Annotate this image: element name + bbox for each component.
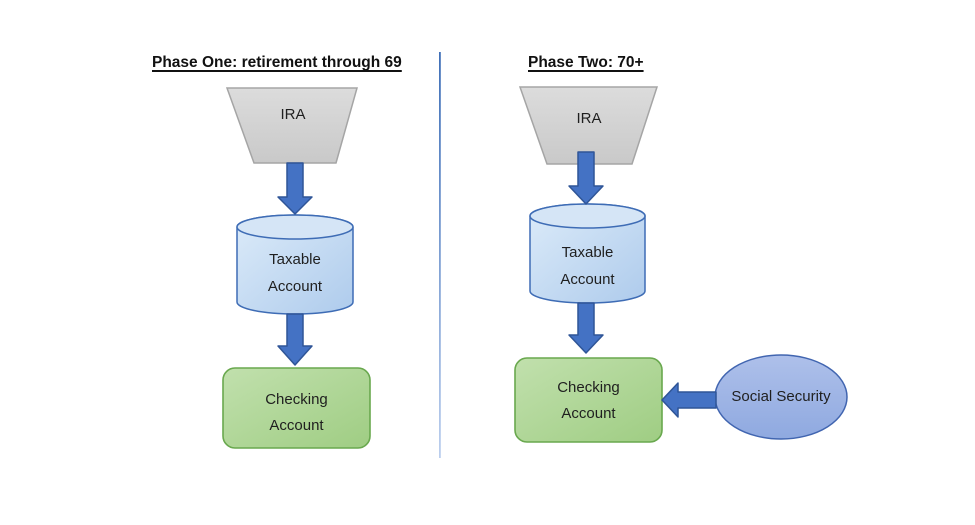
phase1-arrow-ira-to-taxable <box>277 162 313 215</box>
phase1-ira-label: IRA <box>280 106 306 123</box>
phase1-title: Phase One: retirement through 69 <box>152 54 402 71</box>
phase2-arrow-taxable-to-checking <box>568 302 604 354</box>
phase1-checking-account-label: Checking Account <box>223 387 370 439</box>
phase2-arrow-ira-to-taxable <box>568 151 604 205</box>
phase2-taxable-line1: Taxable <box>561 244 614 261</box>
phase2-taxable-line2: Account <box>560 271 615 288</box>
phase1-taxable-account-label: Taxable Account <box>237 246 353 300</box>
phase1-taxable-account-cylinder-top <box>236 214 354 240</box>
phase2-checking-line2: Account <box>561 405 616 422</box>
phase-divider-line <box>439 52 441 458</box>
phase2-checking-account-label: Checking Account <box>515 375 662 427</box>
phase2-ira-label: IRA <box>576 110 602 127</box>
phase1-checking-account-box <box>222 367 371 449</box>
phase1-taxable-line2: Account <box>267 278 323 295</box>
phase1-checking-line2: Account <box>269 417 324 434</box>
phase2-arrow-socialsecurity-to-checking <box>661 382 717 418</box>
phase2-taxable-account-cylinder-top <box>529 203 646 229</box>
phase2-checking-line1: Checking <box>557 379 620 396</box>
phase1-checking-line1: Checking <box>265 391 328 408</box>
phase2-taxable-account-label: Taxable Account <box>530 239 645 293</box>
phase1-taxable-line1: Taxable <box>269 251 321 268</box>
phase2-ira-funnel-shape <box>518 86 659 165</box>
phase1-arrow-taxable-to-checking <box>277 313 313 366</box>
phase2-title: Phase Two: 70+ <box>528 54 644 71</box>
phase2-social-security-label: Social Security <box>731 388 831 405</box>
phase1-ira-funnel-shape <box>225 87 358 164</box>
